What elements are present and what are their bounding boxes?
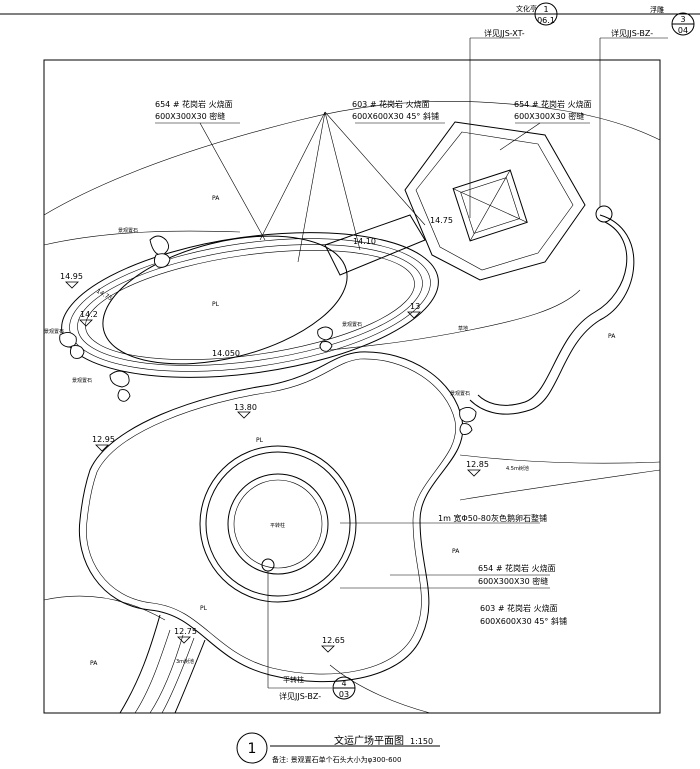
area-label-pa: PA <box>212 195 220 202</box>
material-note-6-line2: 600X600X30 45° 斜铺 <box>480 616 567 626</box>
upper-plaza-paving <box>102 235 348 365</box>
tree-pit-label: 4.5m树池 <box>506 465 529 472</box>
lawn-edge-5 <box>459 469 661 501</box>
area-label-pa: PA <box>452 548 460 555</box>
lawn-edge-1 <box>43 100 661 216</box>
callout-top-right-label: 浮雕 <box>650 5 664 14</box>
area-label-pa: PA <box>608 333 616 340</box>
elevation-label: 12.85 <box>466 460 489 469</box>
path-lines <box>134 629 195 714</box>
callout-bottom-label: 平转柱 <box>283 675 304 684</box>
hexagon-inner-edge <box>415 131 574 271</box>
lawn-edge-6 <box>459 454 661 464</box>
hexagon-plaza <box>404 121 586 281</box>
lawn-edge-7 <box>329 664 431 714</box>
path-node-circle <box>595 205 613 223</box>
elevation-label: 14.2 <box>80 310 98 319</box>
callout-top-left-num: 1 <box>543 5 548 14</box>
elevation-label: 12.65 <box>322 636 345 645</box>
material-note-5-line1: 654 # 花岗岩 火烧面 <box>478 563 556 573</box>
lower-plaza-inner-edge <box>86 358 456 675</box>
path-edge-2 <box>174 639 206 714</box>
area-label-pl: PL <box>212 301 220 308</box>
circle-lawn-inner <box>233 479 323 569</box>
elevation-label: 14.10 <box>353 237 376 246</box>
callout-bottom-sheet: 03 <box>339 690 349 699</box>
lawn-edge-2 <box>43 230 241 246</box>
elevation-label: 13.80 <box>234 403 257 412</box>
elevation-label: 12.95 <box>92 435 115 444</box>
callout-top-left-sheet: 06.1 <box>537 16 555 25</box>
callout-bubbles <box>236 2 695 764</box>
callout-bottom-num: 4 <box>341 679 346 688</box>
material-note-1-line1: 654 # 花岗岩 火烧面 <box>155 99 233 109</box>
pivot-column-label: 平转柱 <box>270 522 285 529</box>
lawn-edge-3 <box>43 595 166 621</box>
stone-label: 景观置石 <box>118 227 138 234</box>
lawn-label: 草地 <box>458 325 468 332</box>
callout-top-left-label: 文化亭 <box>516 4 537 13</box>
callout-top-right-ref: 详见JJS-BZ- <box>611 28 653 38</box>
drawing-title: 文运广场平面图 <box>334 734 404 747</box>
drawing-scale: 1:150 <box>410 737 433 746</box>
circle-lawn <box>227 473 329 575</box>
circle-outer-ring <box>199 445 357 603</box>
callout-top-right-num: 3 <box>680 15 685 24</box>
area-label-pl: PL <box>256 437 264 444</box>
material-note-1-line2: 600X300X30 密缝 <box>155 111 225 121</box>
pebble-ring <box>205 451 351 597</box>
callout-top-right-sheet: 04 <box>678 26 688 35</box>
pivot-column <box>261 558 275 572</box>
elevation-label: 14.050 <box>212 349 240 358</box>
area-label-pa: PA <box>90 660 98 667</box>
upper-plaza-ring-3 <box>85 250 415 360</box>
area-label-pl: PL <box>200 605 208 612</box>
drawing-frame <box>43 59 661 714</box>
material-note-3-line2: 600X300X30 密缝 <box>514 111 584 121</box>
material-note-6-line1: 603 # 花岗岩 火烧面 <box>480 603 558 613</box>
material-note-2-line1: 603 # 花岗岩 火烧面 <box>352 99 430 109</box>
material-note-3-line1: 654 # 花岗岩 火烧面 <box>514 99 592 109</box>
elevation-label: 13 <box>410 302 420 311</box>
elevation-label: 14.75 <box>430 216 453 225</box>
lower-plaza <box>78 351 464 683</box>
upper-plaza-outer <box>61 232 439 378</box>
upper-plaza-ring-2 <box>77 244 423 366</box>
drawing-number: 1 <box>248 741 257 757</box>
elevation-label: 14.95 <box>60 272 83 281</box>
callout-top-left-ref: 详见JJS-XT- <box>484 28 525 38</box>
lawn-edge-4 <box>329 289 581 351</box>
winding-path-inner <box>477 221 628 406</box>
material-note-2-line2: 600X600X30 45° 斜铺 <box>352 111 439 121</box>
path-edge-1 <box>119 614 161 714</box>
stone-label: 景观置石 <box>342 321 362 328</box>
stone-label: 景观置石 <box>44 328 64 335</box>
material-note-4: 1m 宽Φ50-80灰色鹅卵石整铺 <box>438 513 547 523</box>
landscape-stones <box>59 235 477 435</box>
upper-plaza-ring-1 <box>69 238 431 372</box>
leader-lines <box>155 37 668 689</box>
material-note-5-line2: 600X300X30 密缝 <box>478 576 548 586</box>
elevation-markers <box>65 281 481 653</box>
walkway <box>324 214 426 276</box>
tree-pit-label: 3m树池 <box>176 658 194 665</box>
drawing-note: 备注: 景观置石单个石头大小为φ300-600 <box>272 755 401 764</box>
elevation-label: 12.75 <box>174 627 197 636</box>
winding-path-outer <box>469 214 635 415</box>
stone-label: 景观置石 <box>72 377 92 384</box>
pavilion <box>452 169 528 242</box>
stone-label: 景观置石 <box>450 390 470 397</box>
callout-bottom-ref: 详见JJS-BZ- <box>279 691 321 701</box>
